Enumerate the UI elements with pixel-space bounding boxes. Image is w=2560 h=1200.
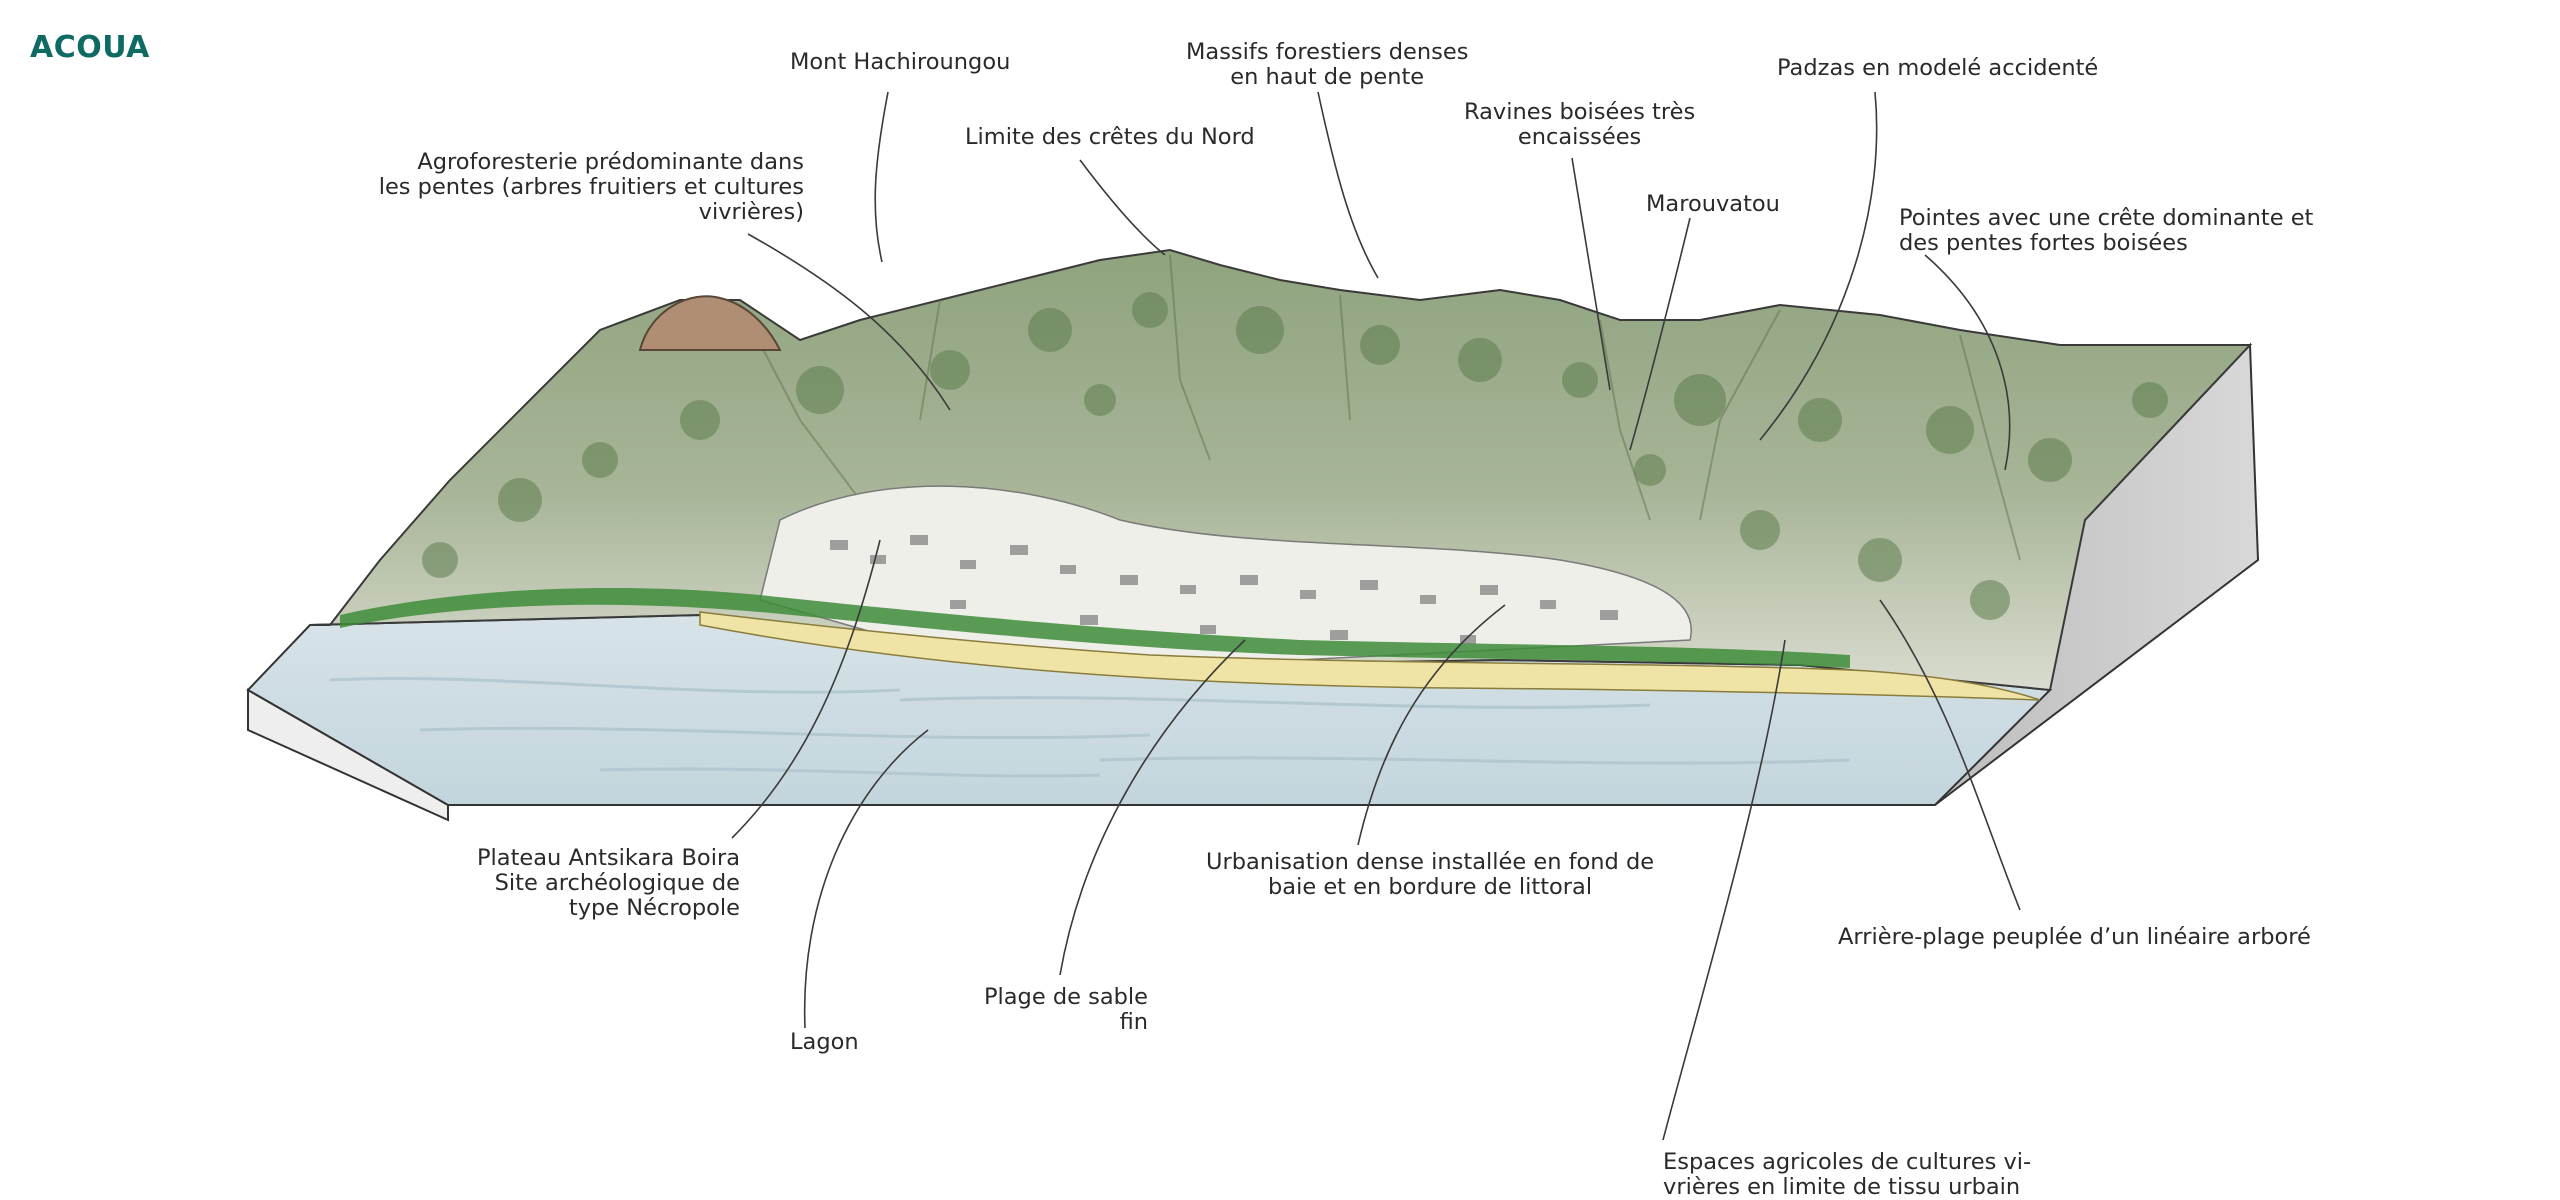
- label-espaces-agricoles: Espaces agricoles de cultures vi- vrière…: [1663, 1149, 2032, 1200]
- label-limite-cretes: Limite des crêtes du Nord: [965, 124, 1255, 150]
- leader-line-pointes: [1924, 254, 2011, 471]
- label-plage-sable: Plage de sable fin: [983, 984, 1148, 1035]
- leader-line-padzas: [1759, 91, 1878, 441]
- label-mont-hachiroungou: Mont Hachiroungou: [790, 49, 1011, 75]
- leader-line-marouvatou: [1629, 217, 1691, 451]
- label-marouvatou: Marouvatou: [1646, 191, 1780, 217]
- label-plateau-antsikara: Plateau Antsikara Boira Site archéologiq…: [476, 845, 740, 921]
- leader-line-plateau: [731, 539, 881, 839]
- leader-line-massifs: [1317, 91, 1379, 279]
- leader-line-arriere: [1879, 599, 2021, 911]
- label-agroforesterie: Agroforesterie prédominante dans les pen…: [378, 149, 804, 225]
- leader-line-espaces: [1662, 639, 1786, 1141]
- leader-line-mont: [874, 91, 889, 263]
- rocky-summit: [638, 295, 782, 351]
- leader-line-plage: [1059, 639, 1246, 976]
- label-urbanisation-dense: Urbanisation dense installée en fond de …: [1206, 849, 1655, 900]
- leader-line-ravines: [1571, 157, 1611, 391]
- label-arriere-plage: Arrière-plage peuplée d’un linéaire arbo…: [1838, 924, 2311, 950]
- leader-line-urbanisation: [1357, 604, 1506, 846]
- label-pointes: Pointes avec une crête dominante et des …: [1899, 205, 2314, 256]
- label-ravines-boisees: Ravines boisées très encaissées: [1464, 99, 1696, 150]
- coastal-tree-line: [340, 587, 1850, 668]
- sand-beach: [699, 611, 2041, 701]
- leader-line-agro: [747, 233, 951, 411]
- label-padzas: Padzas en modelé accidenté: [1777, 55, 2099, 81]
- diagram-title: ACOUA: [30, 30, 150, 65]
- label-massifs-forestiers: Massifs forestiers denses en haut de pen…: [1186, 39, 1469, 90]
- label-lagon: Lagon: [790, 1029, 859, 1055]
- leader-line-lagon: [803, 729, 929, 1029]
- leader-line-limite: [1079, 159, 1166, 256]
